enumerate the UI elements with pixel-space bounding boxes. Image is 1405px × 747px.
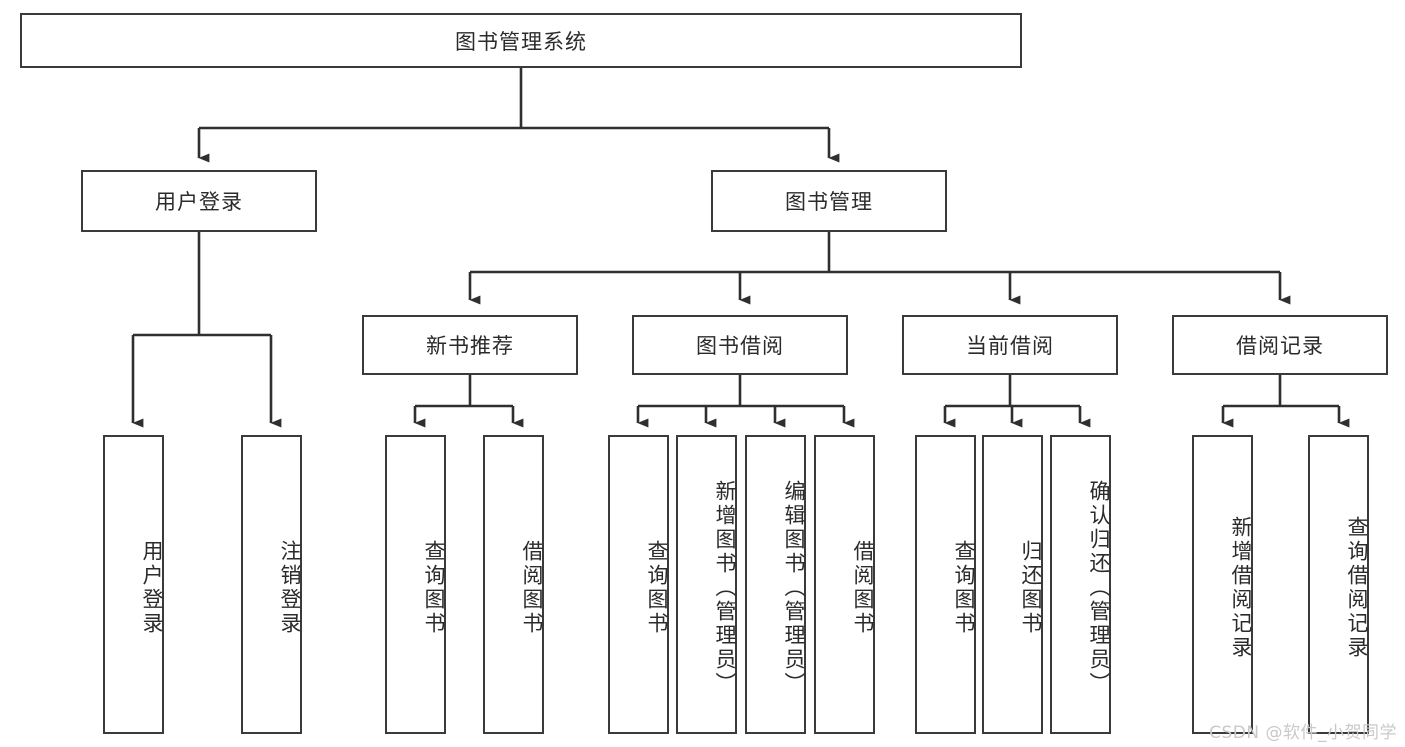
node-borrow-record[interactable]: 借阅记录 <box>1172 315 1388 375</box>
node-new-book-recommend[interactable]: 新书推荐 <box>362 315 578 375</box>
leaf-current-confirm-return-admin[interactable]: 确认归还（管理员） <box>1050 435 1111 734</box>
leaf-borrow-borrow-book[interactable]: 借阅图书 <box>814 435 875 734</box>
node-current-borrow[interactable]: 当前借阅 <box>902 315 1118 375</box>
leaf-record-add-borrow-record[interactable]: 新增借阅记录 <box>1192 435 1253 734</box>
leaf-user-login-signin[interactable]: 用户登录 <box>103 435 164 734</box>
node-book-borrow[interactable]: 图书借阅 <box>632 315 848 375</box>
leaf-current-query-book[interactable]: 查询图书 <box>915 435 976 734</box>
node-root-system[interactable]: 图书管理系统 <box>20 13 1022 68</box>
leaf-current-return-book[interactable]: 归还图书 <box>982 435 1043 734</box>
leaf-recommend-query-book[interactable]: 查询图书 <box>385 435 446 734</box>
node-book-management[interactable]: 图书管理 <box>711 170 947 232</box>
leaf-borrow-query-book[interactable]: 查询图书 <box>608 435 669 734</box>
node-user-login[interactable]: 用户登录 <box>81 170 317 232</box>
leaf-user-login-signout[interactable]: 注销登录 <box>241 435 302 734</box>
leaf-borrow-add-book-admin[interactable]: 新增图书（管理员） <box>676 435 737 734</box>
leaf-recommend-borrow-book[interactable]: 借阅图书 <box>483 435 544 734</box>
leaf-record-query-borrow-record[interactable]: 查询借阅记录 <box>1308 435 1369 734</box>
leaf-borrow-edit-book-admin[interactable]: 编辑图书（管理员） <box>745 435 806 734</box>
csdn-watermark: CSDN @软件_小贺同学 <box>1209 723 1397 743</box>
